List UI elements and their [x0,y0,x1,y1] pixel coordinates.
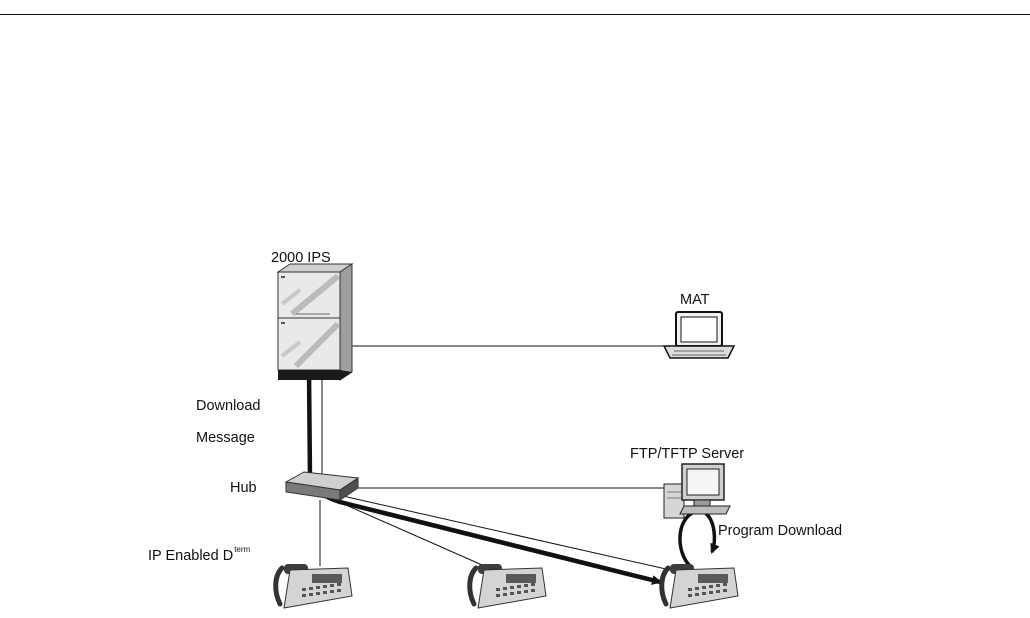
pbx-label: 2000 IPS [271,250,331,266]
program-download-label: Program Download [718,523,843,539]
mat-label: MAT [680,292,710,308]
download-label: Download [196,398,261,414]
telephone-icon [659,564,739,609]
download-message-arrow [306,371,662,585]
message-label: Message [196,430,255,446]
telephone-icon [467,564,547,609]
laptop-icon [662,311,736,359]
link-hub-phone-2 [329,497,499,573]
hub-icon [284,471,360,501]
server-label: FTP/TFTP Server [630,446,745,462]
terminal-label-sup: term [234,545,251,554]
hub-label: Hub [230,480,257,496]
pbx-cabinet-icon [276,263,354,381]
link-hub-phone-3 [333,493,689,575]
terminal-label: IP Enabled Dterm [148,545,250,564]
desktop-computer-icon [663,463,731,519]
telephone-icon [273,564,353,609]
program-download-arrow [678,510,695,568]
terminal-label-text: IP Enabled D [148,548,234,564]
top-rule [0,14,1030,15]
program-download-arrow-2 [702,510,720,554]
